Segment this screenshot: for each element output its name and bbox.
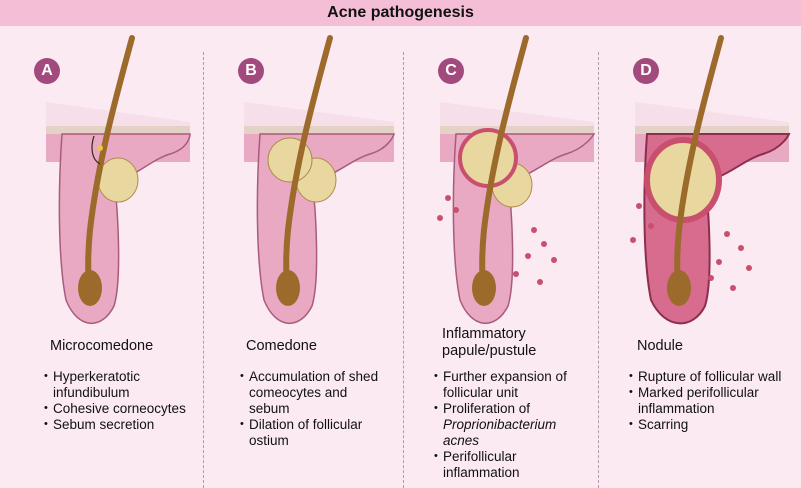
list-item: Cohesive corneocytes <box>44 401 194 417</box>
bullet-text: Proliferation of <box>443 401 530 416</box>
list-item: Accumulation of shed comeocytes and sebu… <box>240 369 390 417</box>
stage-badge-b: B <box>238 58 264 84</box>
follicle-illustration-d <box>599 30 796 350</box>
list-item: Sebum secretion <box>44 417 194 433</box>
follicle-illustration-a <box>0 30 197 350</box>
stage-label-nodule: Nodule <box>637 338 683 355</box>
list-item: Dilation of follicular ostium <box>240 417 390 449</box>
list-item: Rupture of follicular wall <box>629 369 789 385</box>
diagram-title: Acne pathogenesis <box>327 4 474 22</box>
list-item: Further expansion of follicular unit <box>434 369 584 401</box>
list-item: Scarring <box>629 417 789 433</box>
organism-name: Proprionibacterium acnes <box>443 417 556 448</box>
list-item: Perifollicular inflammation <box>434 449 584 481</box>
list-item: Hyperkeratotic infundibulum <box>44 369 194 401</box>
stage-label-microcomedone: Microcomedone <box>50 338 153 355</box>
follicle-illustration-c <box>404 30 601 350</box>
bullet-list-c: Further expansion of follicular unit Pro… <box>434 369 584 481</box>
list-item: Marked perifollicular inflammation <box>629 385 789 417</box>
follicle-illustration-b <box>204 30 401 350</box>
stage-label-papule-pustule: Inflammatory papule/pustule <box>442 326 582 360</box>
stage-badge-c: C <box>438 58 464 84</box>
stage-badge-a: A <box>34 58 60 84</box>
header-band: Acne pathogenesis <box>0 0 801 26</box>
bullet-list-d: Rupture of follicular wall Marked perifo… <box>629 369 789 433</box>
stage-badge-d: D <box>633 58 659 84</box>
bullet-list-b: Accumulation of shed comeocytes and sebu… <box>240 369 390 449</box>
stage-label-comedone: Comedone <box>246 338 317 355</box>
bullet-list-a: Hyperkeratotic infundibulum Cohesive cor… <box>44 369 194 433</box>
